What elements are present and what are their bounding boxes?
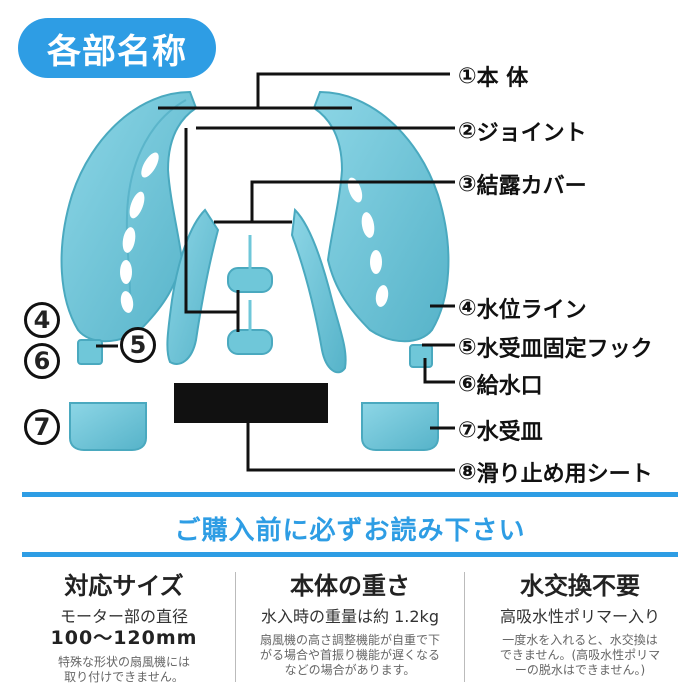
notice-title: ご購入前に必ずお読み下さい — [174, 516, 526, 546]
marker-4: 4 — [24, 302, 60, 338]
column-size: 対応サイズ モーター部の直径 100～120mm 特殊な形状の扇風機には 取り付… — [14, 566, 234, 685]
condensation-cover-right — [290, 207, 347, 374]
anti-slip-sheet — [174, 383, 328, 423]
water-tray-left — [69, 402, 147, 451]
column-size-heading: 対応サイズ — [64, 572, 184, 600]
column-water-heading: 水交換不要 — [520, 572, 640, 600]
section-title: 各部名称 — [18, 18, 216, 78]
divider-bottom — [22, 552, 678, 557]
column-weight-line1: 水入時の重量は約 1.2kg — [261, 607, 439, 626]
column-separator — [464, 572, 465, 682]
parts-diagram — [60, 72, 455, 472]
marker-7: 7 — [24, 409, 60, 445]
column-weight-note: 扇風機の高さ調整機能が自重で下 がる場合や首振り機能が遅くなる などの場合があり… — [259, 633, 440, 677]
water-tray-right — [361, 402, 439, 451]
marker-5: 5 — [120, 327, 156, 363]
leader-lines — [96, 72, 455, 472]
column-water: 水交換不要 高吸水性ポリマー入り 一度水を入れると、水交換は できません。(高吸… — [470, 566, 690, 678]
column-weight-heading: 本体の重さ — [290, 572, 410, 600]
divider-top — [22, 492, 678, 497]
joint-bottom — [227, 300, 273, 355]
condensation-cover-left — [166, 208, 220, 365]
column-weight: 本体の重さ 水入時の重量は約 1.2kg 扇風機の高さ調整機能が自重で下 がる場… — [240, 566, 460, 678]
column-water-note: 一度水を入れると、水交換は できません。(高吸水性ポリマ ーの脱水はできません。… — [499, 633, 661, 677]
marker-6: 6 — [24, 343, 60, 379]
column-water-line1: 高吸水性ポリマー入り — [499, 607, 660, 626]
column-separator — [235, 572, 236, 682]
column-size-line2: 100～120mm — [50, 627, 198, 649]
column-size-line1: モーター部の直径 — [59, 607, 188, 626]
joint-top — [227, 235, 273, 293]
column-size-note: 特殊な形状の扇風機には 取り付けできません。 — [57, 655, 190, 684]
